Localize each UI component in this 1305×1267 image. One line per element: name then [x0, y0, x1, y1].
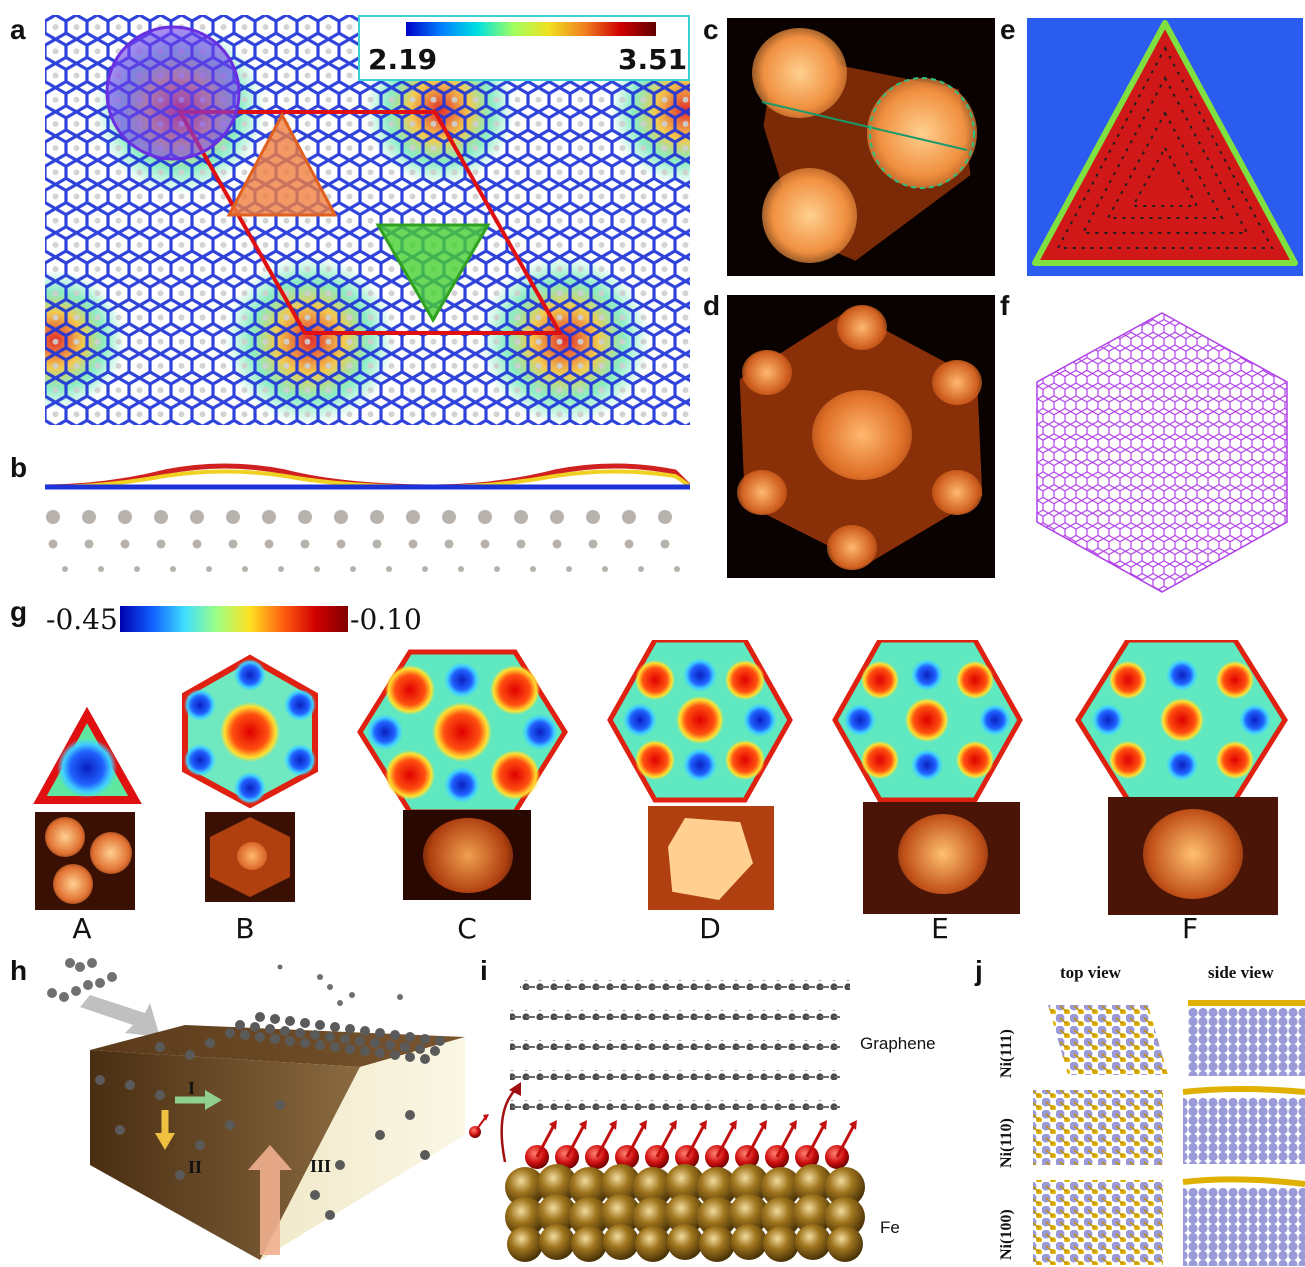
j-row-ni100: Ni(100) [998, 1209, 1015, 1260]
fcc-region-circle [105, 25, 241, 161]
panel-label-d: d [703, 290, 721, 321]
up-triangle [226, 111, 338, 217]
panel-label-c: c [703, 14, 719, 45]
panel-label-j: j [975, 955, 983, 986]
stm-thumb-D [648, 806, 774, 910]
stm-thumb-F [1108, 797, 1278, 915]
g-label-E: E [931, 912, 949, 945]
g-colorbar-max: -0.10 [350, 603, 422, 636]
g-label-A: A [72, 912, 92, 945]
ldos-map-A [33, 706, 142, 804]
panel-a-colorbar-box: 2.19 3.51 [358, 15, 690, 81]
corner-lobe [827, 525, 877, 570]
h-label-II: II [188, 1157, 203, 1177]
corner-lobe [932, 360, 982, 405]
panel-h-ni-slab-diagram [47, 958, 465, 1260]
corner-lobe [742, 350, 792, 395]
stm-thumb-E [863, 802, 1020, 914]
ldos-map-F [1075, 640, 1288, 803]
g-label-F: F [1181, 912, 1199, 945]
fe-label: Fe [880, 1218, 900, 1237]
panel-label-b: b [10, 452, 28, 483]
ldos-map-B [182, 654, 318, 809]
panel-label-e: e [1000, 14, 1016, 45]
unit-cell-rhombus [176, 110, 564, 335]
panel-b-side-view [45, 463, 690, 572]
panel-label-a: a [10, 14, 26, 45]
colorbar-min: 2.19 [368, 43, 438, 76]
ldos-map-D [607, 640, 793, 803]
j-row-ni111: Ni(111) [998, 1029, 1015, 1078]
g-colorbar [120, 606, 348, 632]
panel-label-g: g [10, 596, 28, 627]
j-col-side-view: side view [1208, 963, 1274, 982]
center-lobe [812, 390, 912, 480]
panel-c-stm-image [727, 18, 995, 276]
j-col-top-view: top view [1060, 963, 1121, 982]
stm-thumb-C [403, 810, 531, 900]
corner-lobe [932, 470, 982, 515]
g-label-B: B [235, 912, 255, 945]
bright-lobe [867, 78, 977, 188]
panel-f-hexagonal-flake [1036, 312, 1288, 593]
panel-e-charge-map [1027, 18, 1303, 276]
down-triangle [375, 223, 491, 323]
panel-a-moire-lattice [45, 15, 690, 425]
panel-i-graphene-on-fe [469, 980, 865, 1262]
bright-lobe [762, 168, 857, 263]
colorbar-gradient [406, 22, 656, 36]
stm-thumb-B [205, 812, 295, 902]
h-label-III: III [310, 1156, 332, 1176]
ldos-map-C [357, 649, 568, 810]
corner-lobe [737, 470, 787, 515]
panel-d-stm-image [727, 295, 995, 578]
panel-label-i: i [480, 955, 488, 986]
panel-label-f: f [1000, 290, 1010, 321]
panel-g-ldos-maps [33, 640, 1288, 810]
stm-thumb-A [35, 812, 135, 910]
j-row-ni110: Ni(110) [998, 1118, 1015, 1168]
colorbar-max: 3.51 [618, 43, 688, 76]
corner-lobe [837, 305, 887, 350]
ldos-map-E [832, 640, 1023, 803]
graphene-label: Graphene [860, 1034, 936, 1053]
g-label-D: D [699, 912, 721, 945]
g-label-C: C [457, 912, 477, 945]
panel-label-h: h [10, 955, 28, 986]
panel-j-ni-surface-models [1033, 1000, 1305, 1266]
g-colorbar-min: -0.45 [46, 603, 118, 636]
h-label-I: I [188, 1078, 196, 1098]
